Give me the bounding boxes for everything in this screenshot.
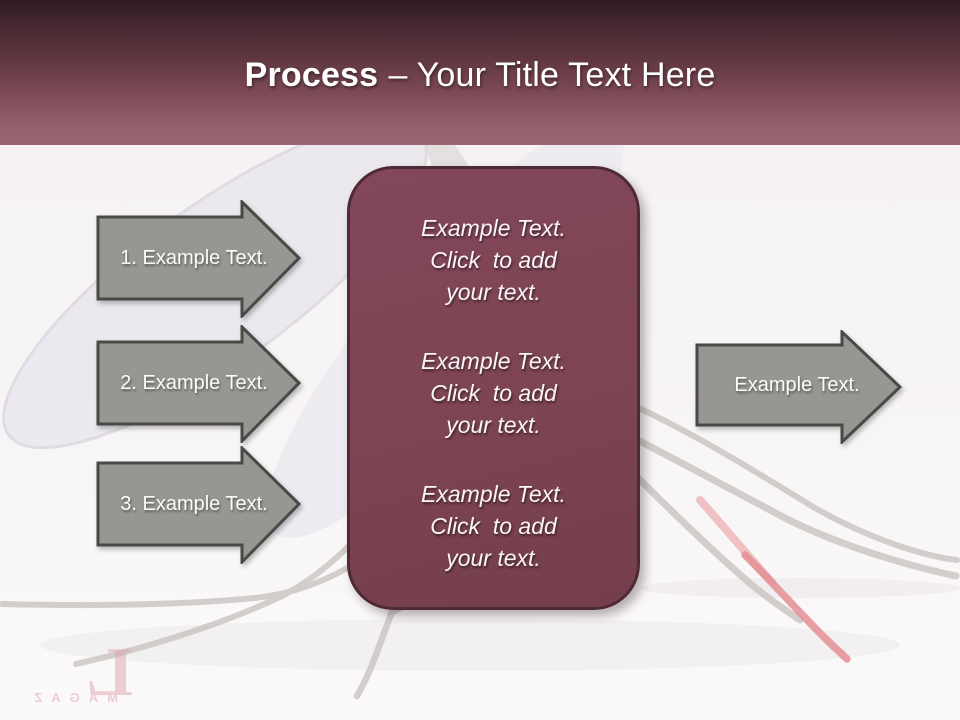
process-step-3-arrow[interactable]: 3. Example Text. (96, 446, 301, 564)
process-step-3-label[interactable]: 3. Example Text. (120, 492, 268, 515)
page-title-rest: – Your Title Text Here (388, 56, 716, 94)
process-step-1-arrow[interactable]: 1. Example Text. (96, 200, 301, 318)
panel-line[interactable]: your text. (446, 412, 541, 438)
panel-paragraph-3[interactable]: Example Text. Click to add your text. (350, 478, 637, 574)
panel-line[interactable]: Click to add (430, 513, 557, 539)
panel-line[interactable]: Example Text. (421, 215, 566, 241)
panel-line[interactable]: Example Text. (421, 481, 566, 507)
panel-paragraph-2[interactable]: Example Text. Click to add your text. (350, 345, 637, 441)
right-arrow-shape (96, 446, 301, 564)
right-arrow-shape (695, 330, 902, 444)
panel-line[interactable]: Example Text. (421, 348, 566, 374)
process-step-1-label[interactable]: 1. Example Text. (120, 246, 268, 269)
panel-paragraph-1[interactable]: Example Text. Click to add your text. (350, 212, 637, 308)
page-title-bold: Process (244, 56, 379, 94)
process-step-2-label[interactable]: 2. Example Text. (120, 371, 268, 394)
title-bar: Process– Your Title Text Here (0, 0, 960, 145)
panel-line[interactable]: Click to add (430, 247, 557, 273)
right-arrow-shape (96, 325, 301, 443)
page-title[interactable]: Process– Your Title Text Here (245, 50, 716, 95)
right-arrow-shape (96, 200, 301, 318)
result-arrow[interactable]: Example Text. (695, 330, 902, 444)
process-step-2-arrow[interactable]: 2. Example Text. (96, 325, 301, 443)
result-arrow-label[interactable]: Example Text. (734, 373, 860, 396)
panel-line[interactable]: Click to add (430, 380, 557, 406)
center-text-panel[interactable]: Example Text. Click to add your text. Ex… (347, 166, 640, 610)
floor-shadow (40, 578, 960, 671)
panel-line[interactable]: your text. (446, 545, 541, 571)
panel-line[interactable]: your text. (446, 279, 541, 305)
mosquito-red-leg (696, 496, 851, 663)
